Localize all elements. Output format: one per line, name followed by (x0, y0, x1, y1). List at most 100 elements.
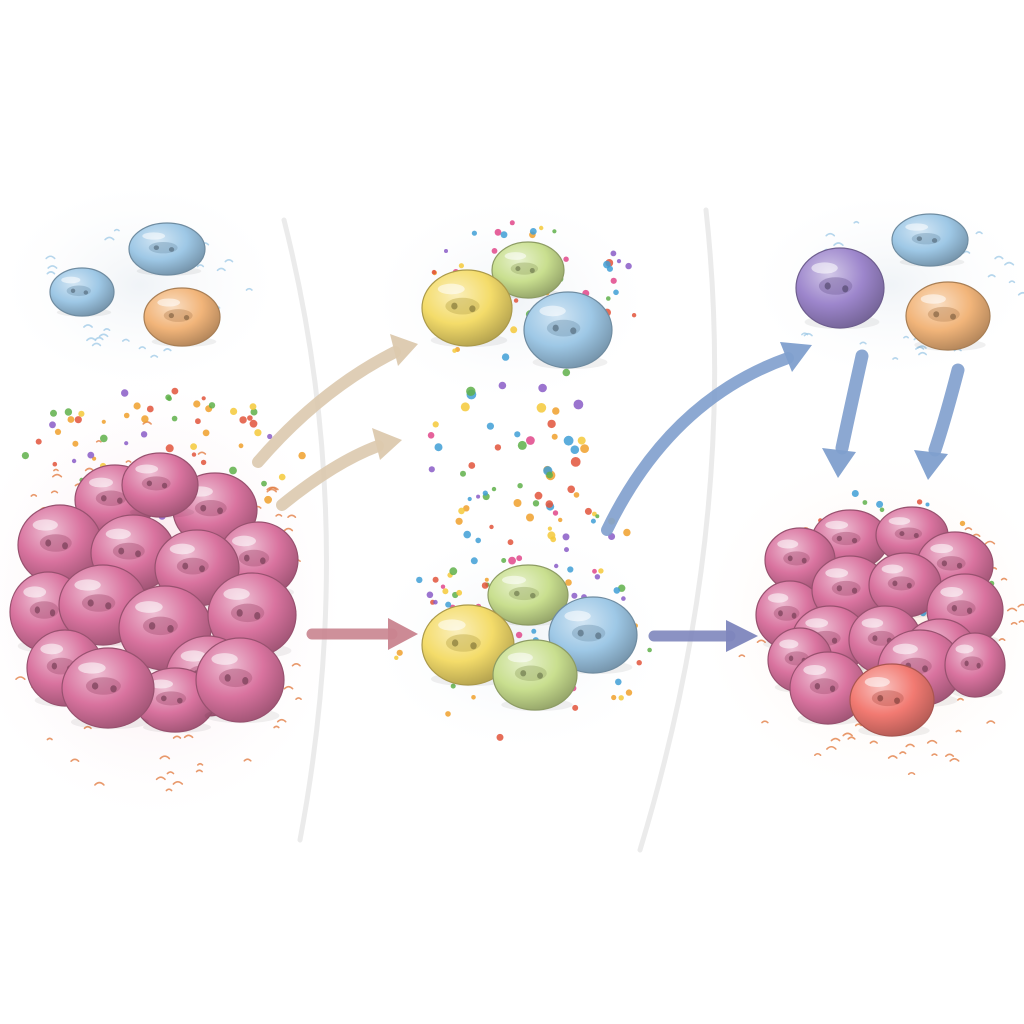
particle-icon (450, 683, 456, 689)
particle-icon (501, 353, 510, 361)
arrow-icon (914, 363, 965, 480)
divider-icon (281, 217, 329, 843)
particle-icon (610, 250, 617, 257)
particle-icon (625, 262, 632, 270)
particle-icon (489, 524, 494, 530)
particle-icon (445, 601, 452, 608)
particle-icon (471, 230, 477, 236)
particle-icon (825, 232, 836, 237)
particle-icon (498, 381, 507, 390)
particle-icon (83, 725, 92, 730)
particle-icon (50, 490, 59, 494)
particle-icon (171, 415, 178, 422)
particle-icon (172, 735, 182, 739)
particle-icon (183, 734, 194, 739)
particle-icon (616, 259, 622, 264)
particle-icon (915, 346, 925, 350)
particle-icon (466, 386, 476, 396)
particle-icon (558, 517, 563, 523)
particle-icon (513, 298, 519, 303)
particle-icon (195, 769, 203, 773)
particle-icon (538, 383, 547, 393)
particle-icon (573, 492, 580, 498)
particle-icon (621, 596, 626, 601)
particle-icon (245, 287, 253, 291)
particle-icon (570, 457, 581, 467)
particle-icon (295, 697, 302, 700)
particle-icon (491, 248, 498, 254)
particle-icon (434, 443, 443, 452)
arrow-icon (276, 428, 402, 511)
particle-icon (254, 429, 262, 437)
particle-icon (949, 758, 960, 762)
particle-icon (471, 695, 476, 700)
particle-icon (931, 753, 938, 756)
particle-icon (756, 639, 766, 643)
particle-icon (565, 579, 572, 586)
particle-icon (103, 328, 111, 331)
particle-icon (955, 729, 962, 733)
particle-icon (887, 755, 898, 759)
particle-icon (606, 296, 611, 301)
particle-icon (47, 265, 58, 269)
particle-icon (571, 592, 578, 599)
particle-icon (432, 421, 439, 428)
particle-icon (562, 368, 571, 377)
particle-icon (449, 567, 458, 576)
particle-icon (113, 228, 120, 232)
particle-icon (761, 720, 769, 724)
middle-bottom-glow (360, 520, 680, 760)
particle-icon (95, 439, 102, 443)
particle-icon (925, 502, 930, 507)
particle-icon (623, 528, 631, 537)
particle-icon (165, 788, 173, 792)
particle-icon (590, 518, 596, 524)
cell-icon (944, 632, 1006, 698)
particle-icon (1007, 607, 1018, 612)
particle-icon (945, 753, 955, 757)
particle-icon (121, 389, 129, 397)
particle-icon (172, 781, 184, 785)
particle-icon (606, 265, 614, 272)
particle-icon (72, 440, 79, 447)
cell-icon (487, 564, 569, 626)
particle-icon (416, 576, 423, 584)
particle-icon (594, 574, 601, 580)
particle-icon (426, 591, 434, 599)
particle-icon (239, 416, 247, 424)
particle-icon (545, 500, 554, 508)
particle-icon (507, 539, 514, 546)
particle-icon (92, 456, 97, 461)
particle-icon (53, 468, 59, 472)
particle-icon (510, 326, 518, 334)
particle-icon (201, 396, 206, 401)
particle-icon (74, 416, 82, 424)
particle-icon (957, 697, 964, 701)
particle-icon (243, 758, 252, 762)
particle-icon (509, 220, 515, 226)
particle-icon (625, 689, 633, 696)
particle-icon (452, 348, 457, 353)
particle-icon (202, 429, 210, 437)
particle-icon (463, 505, 470, 512)
cell-layer (9, 213, 1006, 738)
particle-icon (899, 751, 907, 755)
particle-icon (455, 517, 463, 525)
particle-icon (562, 533, 570, 541)
particle-icon (140, 431, 148, 438)
particle-icon (52, 461, 58, 467)
particle-icon (613, 587, 621, 594)
particle-icon (833, 242, 844, 246)
cell-icon (491, 241, 565, 299)
particle-icon (907, 771, 916, 775)
particle-icon (230, 407, 238, 415)
particle-icon (517, 483, 523, 489)
particle-icon (276, 718, 287, 723)
particle-icon (54, 428, 62, 435)
cell-icon (121, 452, 199, 518)
particle-icon (87, 451, 95, 459)
particle-icon (238, 443, 244, 449)
particle-icon (456, 589, 463, 596)
particle-icon (613, 289, 619, 296)
